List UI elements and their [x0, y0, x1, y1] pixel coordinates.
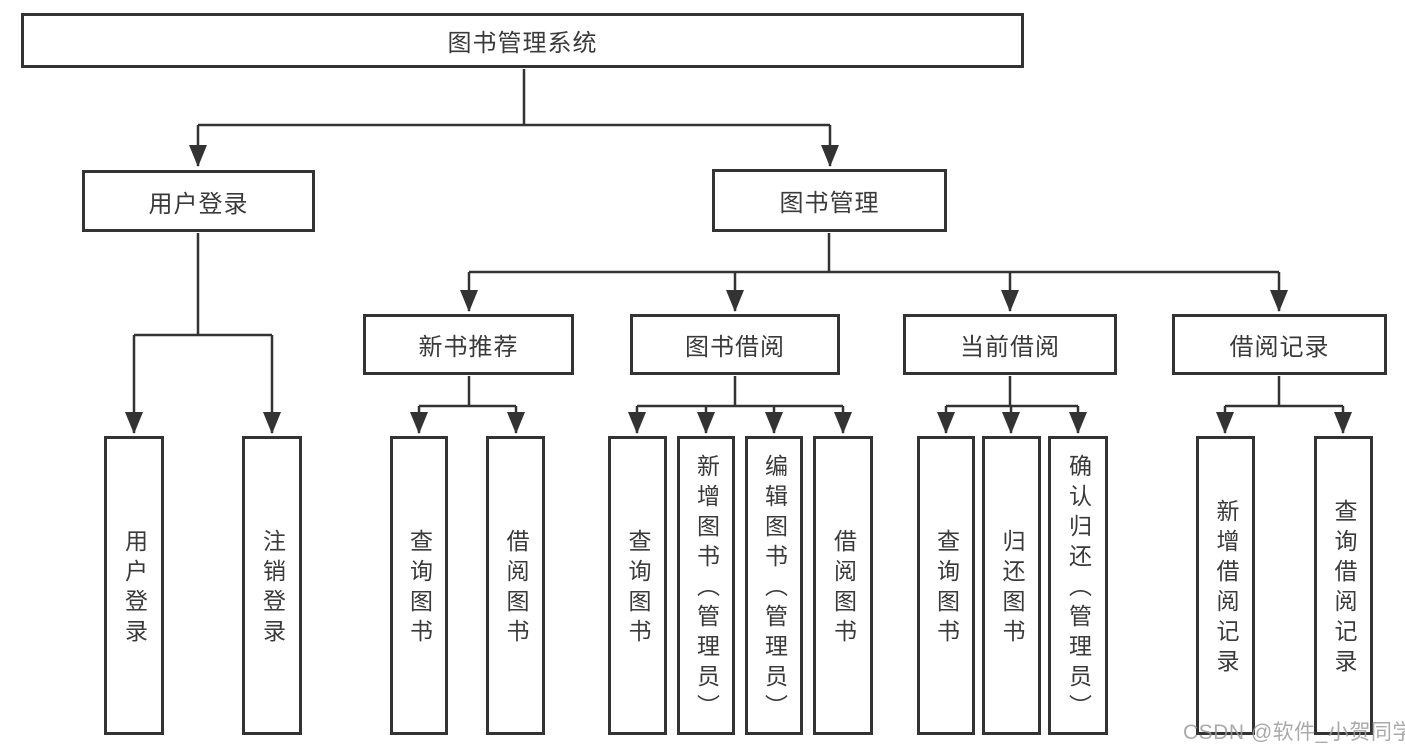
node-book-management-branch: 图书管理 — [712, 169, 947, 232]
node-root-system: 图书管理系统 — [21, 13, 1024, 68]
node-current-borrow: 当前借阅 — [903, 314, 1117, 375]
leaf-confirm-return-admin: 确认归还（管理员） — [1048, 436, 1108, 735]
leaf-logout: 注销登录 — [242, 436, 302, 735]
leaf-user-login: 用户登录 — [104, 436, 164, 735]
leaf-borrow-books-2: 借阅图书 — [813, 436, 873, 735]
node-book-borrow: 图书借阅 — [630, 314, 840, 375]
csdn-watermark: CSDN @软件_小贺同学 — [1183, 721, 1405, 744]
node-user-login-branch: 用户登录 — [82, 170, 315, 232]
leaf-query-borrow-record: 查询借阅记录 — [1314, 436, 1373, 735]
leaf-add-borrow-record: 新增借阅记录 — [1196, 436, 1255, 735]
leaf-borrow-books-1: 借阅图书 — [486, 436, 545, 735]
node-borrow-records: 借阅记录 — [1172, 314, 1387, 375]
leaf-query-books-1: 查询图书 — [390, 436, 448, 735]
node-new-book-recommend: 新书推荐 — [363, 314, 574, 375]
leaf-return-book: 归还图书 — [982, 436, 1041, 735]
leaf-edit-book-admin: 编辑图书（管理员） — [745, 436, 803, 735]
leaf-query-books-2: 查询图书 — [608, 436, 667, 735]
leaf-add-book-admin: 新增图书（管理员） — [677, 436, 735, 735]
leaf-query-books-3: 查询图书 — [917, 436, 975, 735]
